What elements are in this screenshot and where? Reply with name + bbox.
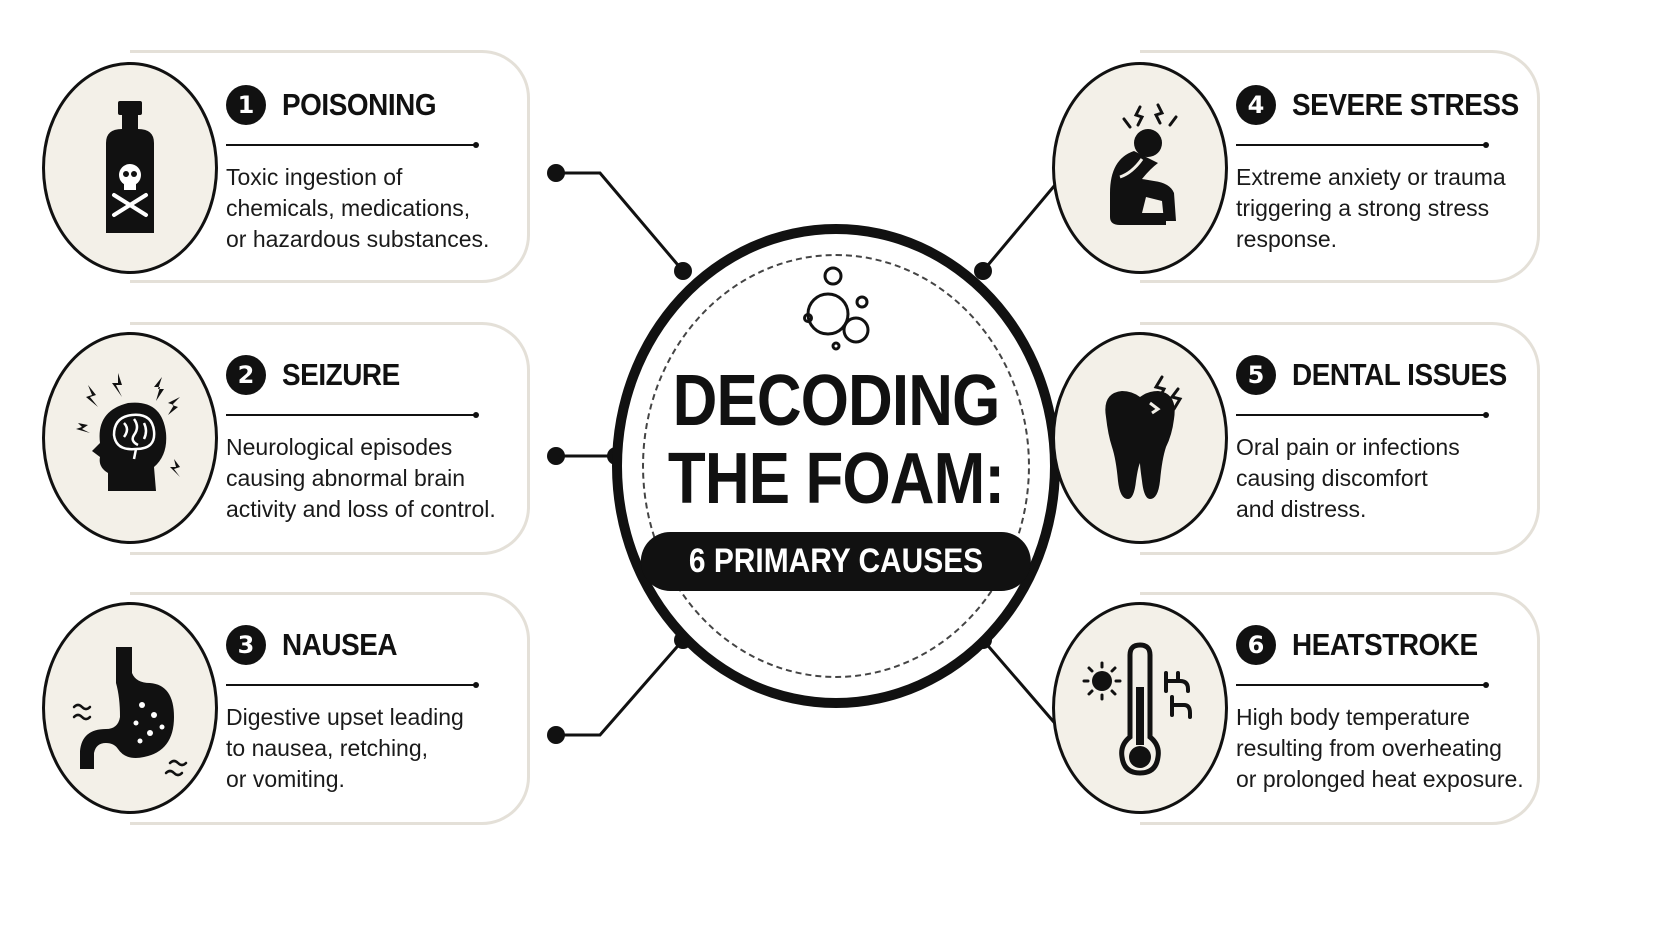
connector-nausea [556,639,685,737]
central-hub: DECODING THE FOAM: 6 PRIMARY CAUSES [612,224,1060,708]
description-line: or vomiting. [226,766,345,792]
foam-bubbles-icon [803,266,870,351]
brain-head-icon [42,332,218,544]
description-line: causing abnormal brain [226,465,466,491]
cause-description: High body temperature resulting from ove… [1236,702,1524,795]
cause-content-poisoning: 1 POISONING Toxic ingestion of chemicals… [226,82,496,255]
hub-dashed-ring [642,254,1030,678]
cause-title: NAUSEA [282,627,398,662]
cause-content-severe-stress: 4 SEVERE STRESS Extreme anxiety or traum… [1236,82,1519,255]
connector-poisoning [556,171,685,272]
cause-number-badge: 5 [1236,355,1276,395]
cause-title: DENTAL ISSUES [1292,357,1507,392]
description-line: Neurological episodes [226,434,453,460]
cause-title: SEVERE STRESS [1292,87,1519,122]
cause-description: Digestive upset leading to nausea, retch… [226,702,496,795]
main-title-line1: DECODING [672,361,1001,441]
description-line: High body temperature [1236,704,1470,730]
cause-title: POISONING [282,87,437,122]
main-title-line2: THE FOAM: [667,439,1005,519]
description-line: response. [1236,226,1338,252]
cause-content-dental-issues: 5 DENTAL ISSUES Oral pain or infections … [1236,352,1507,525]
subtitle-text: 6 PRIMARY CAUSES [688,542,984,580]
divider [226,682,479,688]
description-line: chemicals, medications, [226,195,471,221]
divider [1236,682,1489,688]
cause-number-badge: 6 [1236,625,1276,665]
cause-card-seizure [130,322,530,555]
cause-number-badge: 1 [226,85,266,125]
description-line: or hazardous substances. [226,226,490,252]
thermometer-sun-icon [1052,602,1228,814]
description-line: triggering a strong stress [1236,195,1490,221]
divider [1236,412,1489,418]
description-line: Extreme anxiety or trauma [1236,164,1506,190]
divider [1236,142,1489,148]
cause-content-heatstroke: 6 HEATSTROKE High body temperature resul… [1236,622,1524,795]
stressed-person-icon [1052,62,1228,274]
cause-content-seizure: 2 SEIZURE Neurological episodes causing … [226,352,496,525]
main-title: DECODING THE FOAM: [652,362,1020,518]
cause-description: Oral pain or infections causing discomfo… [1236,432,1506,525]
divider [226,142,479,148]
description-line: Digestive upset leading [226,704,464,730]
subtitle-pill: 6 PRIMARY CAUSES [640,532,1032,591]
description-line: to nausea, retching, [226,735,429,761]
cause-number-badge: 4 [1236,85,1276,125]
cause-description: Extreme anxiety or trauma triggering a s… [1236,162,1506,255]
divider [226,412,479,418]
poison-bottle-icon [42,62,218,274]
cause-description: Neurological episodes causing abnormal b… [226,432,496,525]
description-line: activity and loss of control. [226,496,496,522]
cause-number-badge: 2 [226,355,266,395]
cause-title: SEIZURE [282,357,400,392]
description-line: and distress. [1236,496,1367,522]
painful-tooth-icon [1052,332,1228,544]
cause-description: Toxic ingestion of chemicals, medication… [226,162,496,255]
description-line: causing discomfort [1236,465,1428,491]
cause-number-badge: 3 [226,625,266,665]
stomach-icon [42,602,218,814]
description-line: or prolonged heat exposure. [1236,766,1524,792]
description-line: resulting from overheating [1236,735,1502,761]
cause-content-nausea: 3 NAUSEA Digestive upset leading to naus… [226,622,496,795]
cause-title: HEATSTROKE [1292,627,1478,662]
description-line: Toxic ingestion of [226,164,403,190]
description-line: Oral pain or infections [1236,434,1460,460]
